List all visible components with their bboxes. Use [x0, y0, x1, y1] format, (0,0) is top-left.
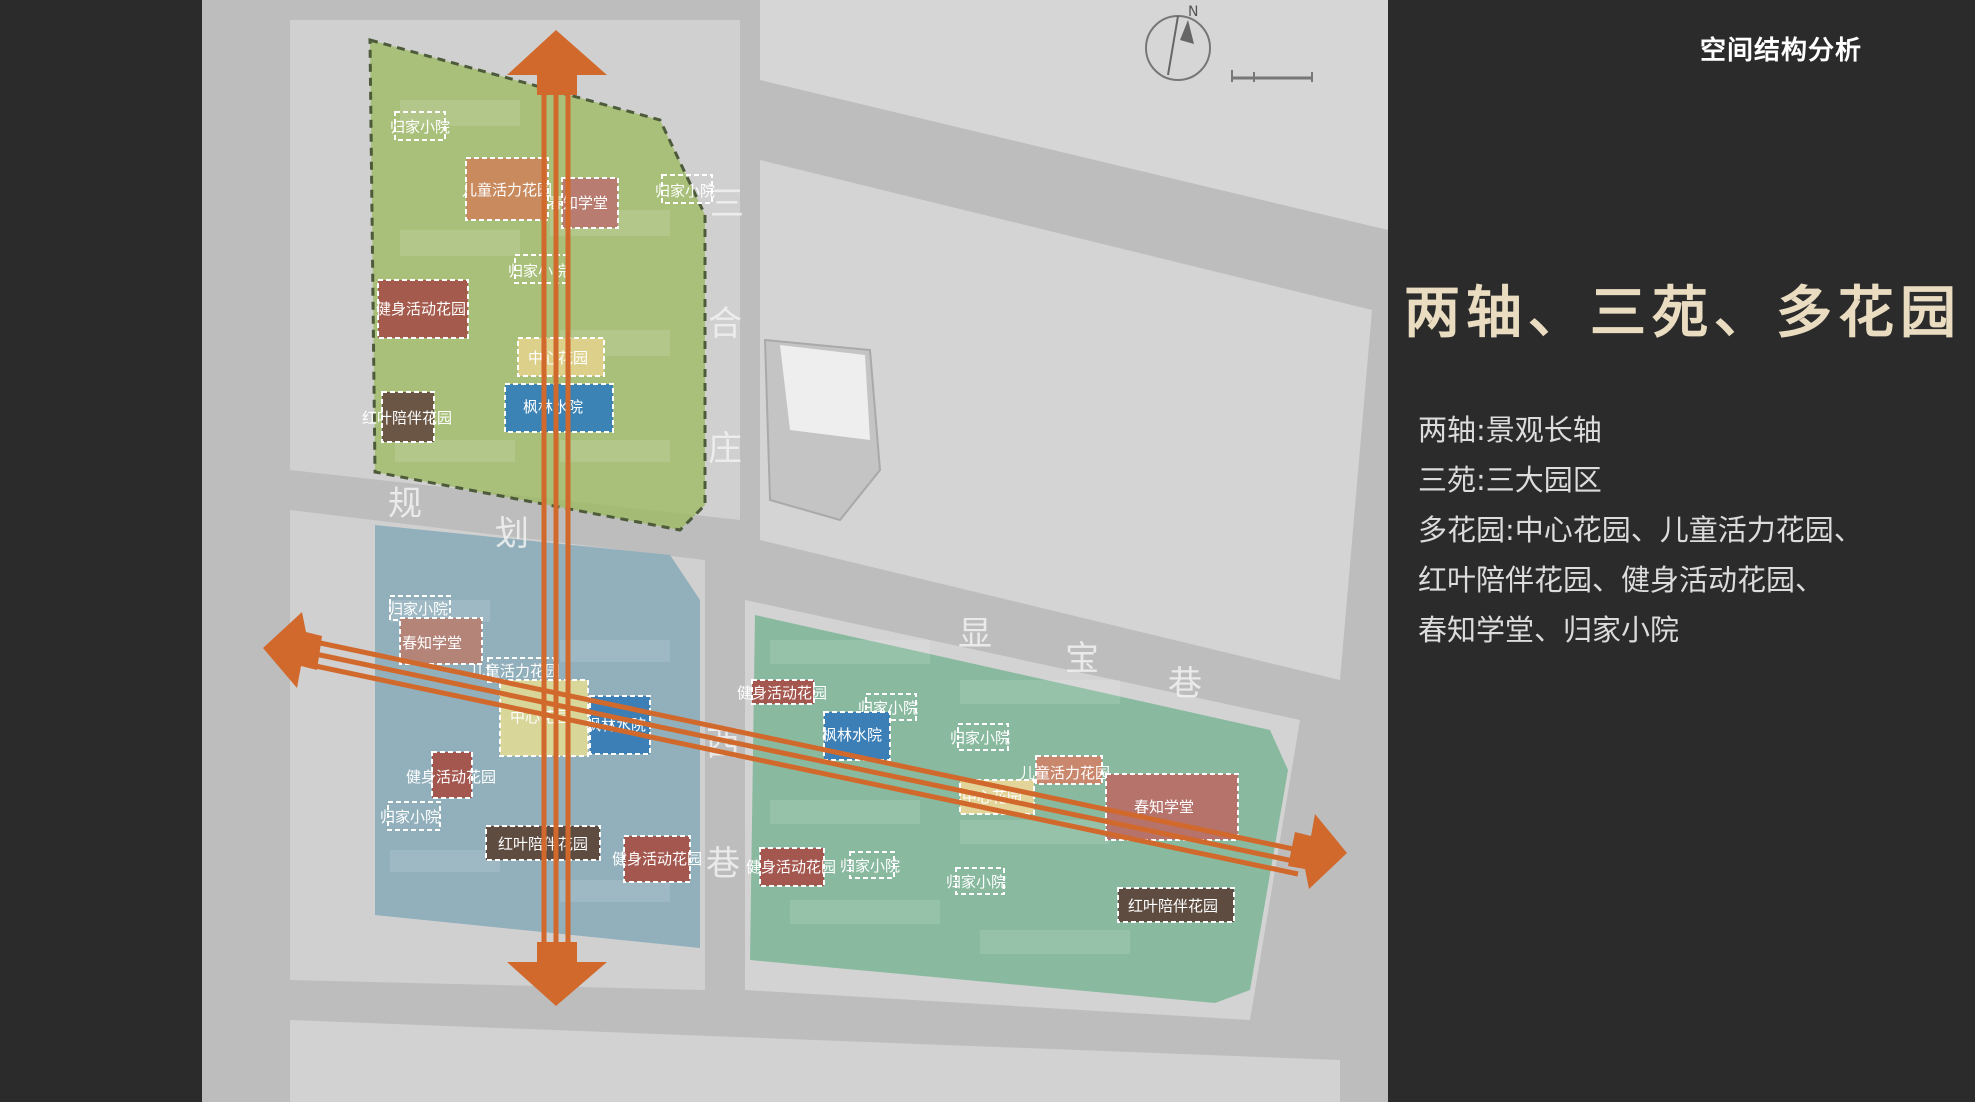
svg-text:红叶陪伴花园: 红叶陪伴花园: [1128, 897, 1218, 915]
label-red-se: 红叶陪伴花园: [1117, 887, 1235, 923]
svg-text:健身活动花园: 健身活动花园: [737, 684, 827, 702]
block-northeast: [760, 0, 1388, 230]
svg-text:显: 显: [958, 614, 992, 654]
label-home-se-2: 归家小院: [950, 723, 1010, 751]
label-fitness-sw-1: 健身活动花园: [406, 751, 496, 799]
page-title: 空间结构分析: [1700, 36, 1863, 66]
label-school-sw: 春知学堂: [399, 617, 483, 665]
svg-text:归家小院: 归家小院: [950, 729, 1010, 747]
svg-text:归家小院: 归家小院: [388, 600, 448, 618]
svg-text:儿童活力花园: 儿童活力花园: [462, 181, 552, 199]
horizontal-axis: [263, 612, 1347, 889]
svg-text:儿童活力花园: 儿童活力花园: [470, 662, 560, 680]
scale-bar-icon: [1231, 70, 1313, 82]
label-home-se-4: 归家小院: [946, 867, 1006, 895]
label-home-north-1: 归家小院: [390, 111, 450, 141]
svg-text:三: 三: [710, 184, 744, 224]
svg-text:春知学堂: 春知学堂: [1134, 798, 1194, 816]
svg-text:规: 规: [388, 484, 422, 524]
label-fitness-se-2: 健身活动花园: [746, 847, 836, 887]
garden-labels: 归家小院 儿童活力花园 春知学堂 归家小院 归家小院 健身活动花园 中心花园 枫…: [362, 111, 1239, 923]
svg-text:归家小院: 归家小院: [840, 857, 900, 875]
svg-text:枫林水院: 枫林水院: [523, 398, 583, 416]
svg-text:健身活动花园: 健身活动花园: [406, 768, 496, 786]
description-line-gardens-3: 春知学堂、归家小院: [1418, 613, 1680, 647]
road-name-xianbao: 显 宝 巷: [958, 614, 1202, 704]
svg-text:健身活动花园: 健身活动花园: [612, 850, 702, 868]
svg-text:巷: 巷: [706, 844, 740, 884]
road-name-guihua: 规 划: [388, 484, 529, 554]
svg-text:宝: 宝: [1065, 639, 1099, 679]
label-home-sw-1: 归家小院: [388, 595, 451, 621]
svg-text:春知学堂: 春知学堂: [548, 194, 608, 212]
compass-icon: N: [1145, 4, 1211, 81]
label-home-north-2: 归家小院: [655, 174, 715, 204]
headline: 两轴、三苑、多花园: [1404, 281, 1962, 346]
description: 两轴:景观长轴 三苑:三大园区 多花园:中心花园、儿童活力花园、 红叶陪伴花园、…: [1418, 405, 1958, 655]
horizontal-axis-arrow-left: [263, 612, 322, 688]
label-home-sw-2: 归家小院: [380, 801, 441, 831]
label-red-north: 红叶陪伴花园: [362, 391, 452, 443]
vertical-axis: [507, 30, 607, 1006]
label-fitness-sw-2: 健身活动花园: [612, 835, 702, 883]
svg-text:枫林水院: 枫林水院: [822, 726, 882, 744]
svg-text:N: N: [1188, 4, 1198, 20]
svg-text:巷: 巷: [1168, 664, 1202, 704]
label-fitness-se-1: 健身活动花园: [737, 679, 827, 705]
label-central-north: 中心花园: [517, 337, 605, 377]
zone-north: [368, 38, 707, 532]
label-school-se: 春知学堂: [1105, 773, 1239, 841]
label-kids-north: 儿童活力花园: [462, 157, 552, 221]
svg-text:合: 合: [708, 304, 742, 344]
svg-text:健身活动花园: 健身活动花园: [376, 300, 466, 318]
svg-text:归家小院: 归家小院: [508, 262, 568, 280]
description-line-axes: 两轴:景观长轴: [1418, 413, 1602, 447]
vertical-axis-arrow-top: [507, 30, 607, 95]
svg-text:红叶陪伴花园: 红叶陪伴花园: [362, 409, 452, 427]
block-east: [760, 160, 1372, 680]
svg-text:归家小院: 归家小院: [380, 808, 440, 826]
svg-text:儿童活力花园: 儿童活力花园: [1020, 764, 1110, 782]
svg-text:健身活动花园: 健身活动花园: [746, 858, 836, 876]
description-line-gardens-2: 红叶陪伴花园、健身活动花园、: [1418, 563, 1825, 597]
description-line-zones: 三苑:三大园区: [1418, 463, 1602, 497]
label-fitness-north: 健身活动花园: [376, 279, 469, 339]
svg-text:庄: 庄: [708, 429, 742, 469]
svg-text:归家小院: 归家小院: [655, 182, 715, 200]
svg-text:划: 划: [495, 514, 529, 554]
svg-text:春知学堂: 春知学堂: [402, 634, 462, 652]
svg-text:归家小院: 归家小院: [390, 118, 450, 136]
label-school-north: 春知学堂: [548, 177, 619, 229]
label-home-se-3: 归家小院: [840, 851, 900, 879]
block-south: [290, 1020, 1340, 1102]
vertical-axis-arrow-bottom: [507, 942, 607, 1006]
road-name-sanhezhuang: 三 合 庄: [708, 184, 744, 469]
horizontal-axis-arrow-right: [1288, 814, 1347, 889]
label-kids-se: 儿童活力花园: [1020, 755, 1110, 785]
building-roof: [780, 345, 870, 440]
description-line-gardens: 多花园:中心花园、儿童活力花园、: [1418, 513, 1863, 547]
label-water-north: 枫林水院: [504, 383, 614, 433]
svg-text:归家小院: 归家小院: [946, 873, 1006, 891]
